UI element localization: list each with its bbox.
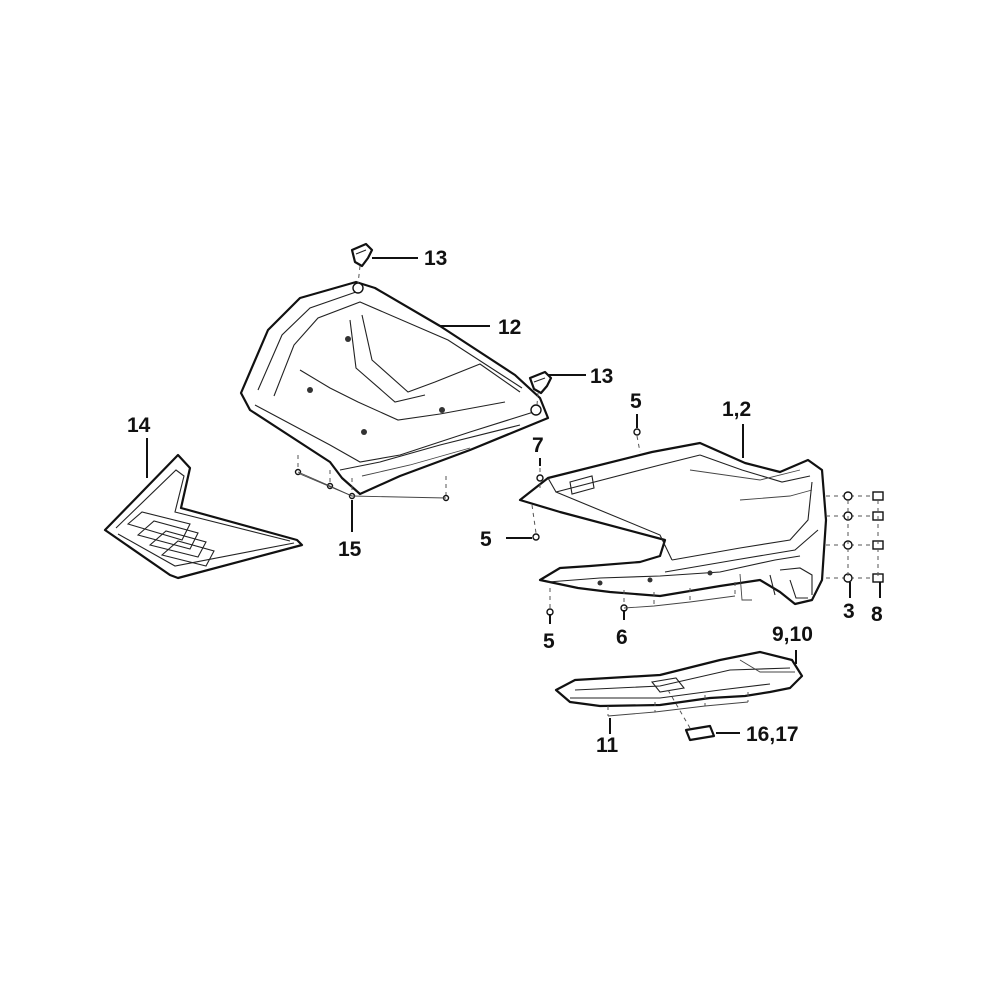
callout-13-top: 13	[424, 247, 447, 270]
callout-1-2: 1,2	[722, 398, 751, 421]
callout-7: 7	[532, 434, 544, 457]
callout-14: 14	[127, 414, 151, 437]
part-12-hood-panel	[239, 280, 550, 496]
callout-labels: 13 12 13 14 15 5 1,2 7 5 3 8 5 6 9,10 11…	[127, 247, 883, 757]
callout-5-left: 5	[480, 528, 492, 551]
part-15-fastener-group	[294, 455, 450, 502]
part-5-6-screws-bottom	[546, 582, 736, 616]
part-3-8-nut-bolt-stack	[826, 491, 884, 583]
callout-5-top: 5	[630, 390, 642, 413]
part-9-10-lower-trim	[554, 650, 804, 708]
callout-11: 11	[596, 734, 619, 757]
callout-8: 8	[871, 603, 883, 626]
part-5-screw-left	[531, 504, 540, 541]
callout-16-17: 16,17	[746, 723, 799, 746]
part-7-clip	[536, 468, 544, 488]
part-1-2-front-fender	[518, 441, 828, 606]
callout-15: 15	[338, 538, 362, 561]
part-13-clip-right	[528, 370, 553, 406]
callout-5-bottom: 5	[543, 630, 555, 653]
callout-12: 12	[498, 316, 521, 339]
part-11-screws	[607, 692, 749, 717]
leader-lines	[146, 257, 881, 734]
part-14-front-panel	[103, 453, 304, 580]
callout-3: 3	[843, 600, 855, 623]
part-16-17-reflector	[667, 689, 716, 742]
callout-9-10: 9,10	[772, 623, 813, 646]
part-5-screw-top	[633, 428, 641, 453]
callout-6: 6	[616, 626, 628, 649]
callout-13-right: 13	[590, 365, 613, 388]
part-13-clip-top	[350, 242, 374, 285]
